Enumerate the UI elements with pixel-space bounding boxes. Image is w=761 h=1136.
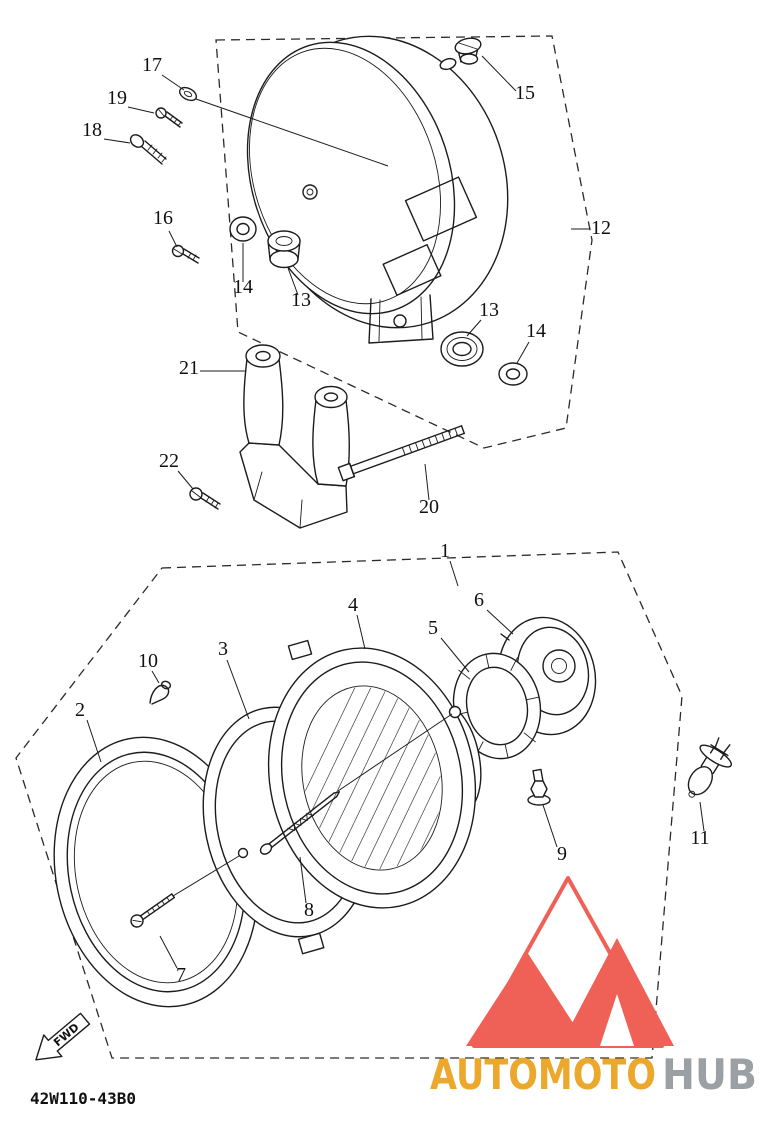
lens-group-boundary bbox=[15, 551, 683, 1059]
callout-20: 20 bbox=[419, 496, 439, 518]
part-13-damper-right bbox=[440, 331, 484, 367]
part-7-screw bbox=[130, 855, 240, 928]
callout-13-right: 13 bbox=[479, 299, 499, 321]
logo-triangle-left-icon bbox=[466, 952, 588, 1046]
callout-16: 16 bbox=[153, 207, 173, 229]
brand-name-secondary: HUB bbox=[662, 1050, 757, 1099]
callout-19: 19 bbox=[107, 87, 127, 109]
callout-18: 18 bbox=[82, 119, 102, 141]
part-13-bushing-left bbox=[267, 230, 301, 269]
callout-8: 8 bbox=[304, 899, 314, 921]
callout-13-left: 13 bbox=[291, 289, 311, 311]
part-22-screw bbox=[189, 487, 221, 510]
callout-9: 9 bbox=[557, 843, 567, 865]
leader-lines bbox=[86, 55, 705, 969]
part-14-grommet-right bbox=[498, 362, 528, 386]
callout-3: 3 bbox=[218, 638, 228, 660]
callout-15: 15 bbox=[515, 82, 535, 104]
callout-6: 6 bbox=[474, 589, 484, 611]
part-11-bulb bbox=[687, 737, 733, 798]
part-17-washer bbox=[178, 86, 198, 102]
part-14-grommet-left bbox=[229, 216, 257, 242]
part-19-screw bbox=[155, 107, 183, 128]
callout-14-right: 14 bbox=[526, 320, 546, 342]
callout-11: 11 bbox=[690, 827, 709, 849]
part-9-adjuster-nut bbox=[527, 768, 551, 806]
callout-7: 7 bbox=[176, 964, 186, 986]
logo-triangle-right-icon bbox=[560, 938, 674, 1046]
part-20-bolt bbox=[337, 425, 465, 482]
callouts: 17 19 18 16 14 13 15 12 13 14 21 20 22 1… bbox=[75, 54, 710, 986]
brand-watermark: AUTOMOTO HUB bbox=[430, 876, 757, 1099]
callout-22: 22 bbox=[159, 450, 179, 472]
part-15-screw bbox=[454, 37, 482, 65]
callout-10: 10 bbox=[138, 650, 158, 672]
callout-5: 5 bbox=[428, 617, 438, 639]
part-10-clip bbox=[149, 680, 172, 705]
callout-12: 12 bbox=[591, 217, 611, 239]
brand-name-primary: AUTOMOTO bbox=[430, 1050, 656, 1099]
callout-17: 17 bbox=[142, 54, 162, 76]
logo-triangle-notch bbox=[600, 994, 634, 1046]
housing-group-boundary bbox=[215, 35, 593, 449]
callout-21: 21 bbox=[179, 357, 199, 379]
part-18-bolt bbox=[129, 134, 167, 165]
part-16-screw bbox=[171, 244, 200, 264]
part-5-gasket-ring bbox=[452, 652, 542, 760]
callout-14-left: 14 bbox=[233, 276, 253, 298]
part-8-adjusting-screw bbox=[259, 713, 453, 855]
callout-1: 1 bbox=[440, 540, 450, 562]
part-21-bracket bbox=[239, 344, 351, 529]
callout-4: 4 bbox=[348, 594, 358, 616]
part-code: 42W110-43B0 bbox=[30, 1089, 136, 1108]
part-4-lens-unit bbox=[267, 639, 482, 955]
callout-2: 2 bbox=[75, 699, 85, 721]
